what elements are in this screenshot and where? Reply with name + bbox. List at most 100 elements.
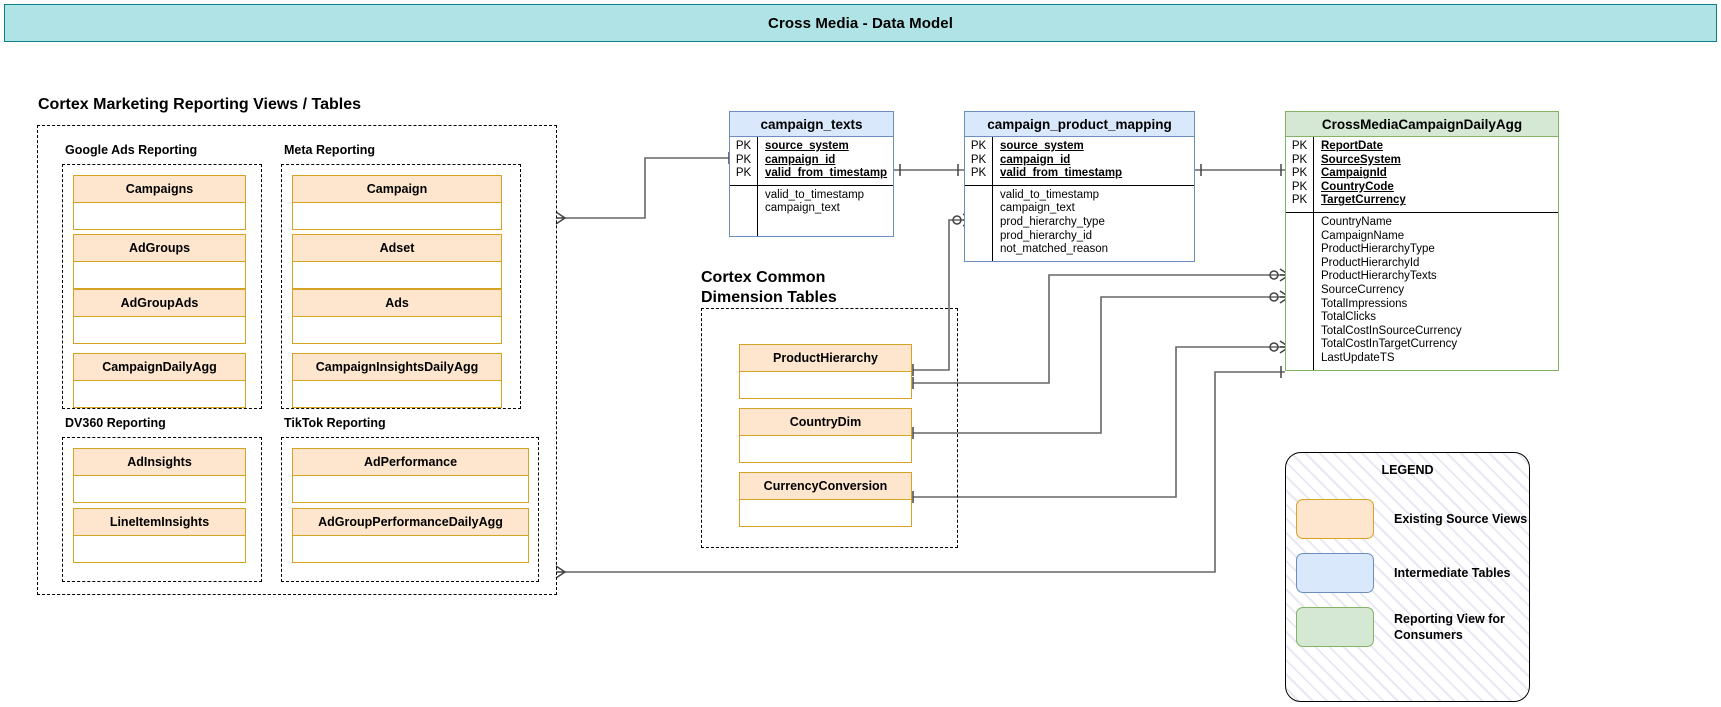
entity-campaigndailyagg[interactable]: CampaignDailyAgg bbox=[73, 353, 246, 408]
entity-body bbox=[74, 203, 245, 229]
entity-meta-ads[interactable]: Ads bbox=[292, 289, 502, 344]
entity-title: AdPerformance bbox=[293, 449, 528, 476]
entity-adgroups[interactable]: AdGroups bbox=[73, 234, 246, 289]
legend-label: Existing Source Views bbox=[1394, 512, 1528, 526]
er-col-namecol: valid_to_timestamp campaign_text bbox=[765, 188, 865, 215]
legend-item-intermediate-tables: Intermediate Tables bbox=[1296, 553, 1510, 593]
entity-title: Adset bbox=[293, 235, 501, 262]
entity-adgroupperformancedailyagg[interactable]: AdGroupPerformanceDailyAgg bbox=[292, 508, 529, 563]
group-label-common-dimension: Cortex Common Dimension Tables bbox=[701, 269, 837, 306]
er-table-campaign-product-mapping[interactable]: campaign_product_mapping PK PK PK source… bbox=[964, 111, 1195, 262]
crowfoot-circle-ch-3 bbox=[1269, 342, 1279, 352]
wire-countrydim-to-crossmedia bbox=[913, 296, 1285, 434]
group-box-common-dimension bbox=[701, 308, 958, 548]
legend-title: LEGEND bbox=[1381, 463, 1434, 477]
entity-body bbox=[293, 476, 528, 502]
entity-adinsights[interactable]: AdInsights bbox=[73, 448, 246, 503]
er-pk-block: PK PK PK source_system campaign_id valid… bbox=[730, 137, 893, 186]
er-col-namecol: valid_to_timestamp campaign_text prod_hi… bbox=[1000, 188, 1109, 256]
entity-title: AdGroups bbox=[74, 235, 245, 262]
entity-campaigns[interactable]: Campaigns bbox=[73, 175, 246, 230]
legend-item-reporting-view: Reporting View for Consumers bbox=[1296, 607, 1505, 647]
er-column-block: valid_to_timestamp campaign_text prod_hi… bbox=[965, 185, 1194, 261]
entity-title: AdInsights bbox=[74, 449, 245, 476]
er-col-keycol bbox=[1286, 212, 1314, 370]
entity-body bbox=[740, 372, 911, 398]
entity-body bbox=[293, 317, 501, 343]
group-label-tiktok: TikTok Reporting bbox=[284, 416, 386, 430]
er-pk-block: PK PK PK source_system campaign_id valid… bbox=[965, 137, 1194, 186]
legend-label: Reporting View for Consumers bbox=[1394, 612, 1505, 642]
legend-swatch-green bbox=[1296, 607, 1374, 647]
group-box-google-ads bbox=[62, 164, 262, 409]
crowfoot-sources-bottom bbox=[555, 565, 567, 579]
entity-meta-campaign[interactable]: Campaign bbox=[292, 175, 502, 230]
group-box-meta bbox=[281, 164, 521, 409]
er-pk-namecol: source_system campaign_id valid_from_tim… bbox=[765, 140, 888, 180]
source-panel-title: Cortex Marketing Reporting Views / Table… bbox=[38, 96, 362, 113]
er-pk-namecol: ReportDate SourceSystem CampaignId Count… bbox=[1321, 140, 1406, 207]
entity-meta-campaigninsightsdailyagg[interactable]: CampaignInsightsDailyAgg bbox=[292, 353, 502, 408]
entity-body bbox=[74, 476, 245, 502]
legend-box: LEGEND Existing Source Views Intermediat… bbox=[1285, 452, 1530, 702]
entity-lineiteminsights[interactable]: LineItemInsights bbox=[73, 508, 246, 563]
er-column-block: CountryName CampaignName ProductHierarch… bbox=[1286, 212, 1558, 370]
er-table-title: campaign_product_mapping bbox=[965, 112, 1194, 137]
er-table-title: campaign_texts bbox=[730, 112, 893, 137]
group-box-dv360 bbox=[62, 437, 262, 582]
entity-title: CampaignDailyAgg bbox=[74, 354, 245, 381]
entity-body bbox=[74, 317, 245, 343]
legend-swatch-blue bbox=[1296, 553, 1374, 593]
entity-title: CampaignInsightsDailyAgg bbox=[293, 354, 501, 381]
er-col-namecol: CountryName CampaignName ProductHierarch… bbox=[1321, 215, 1462, 364]
entity-title: AdGroupPerformanceDailyAgg bbox=[293, 509, 528, 536]
er-pk-namecol: source_system campaign_id valid_from_tim… bbox=[1000, 140, 1123, 180]
entity-title: CurrencyConversion bbox=[740, 473, 911, 500]
entity-title: ProductHierarchy bbox=[740, 345, 911, 372]
group-label-dv360: DV360 Reporting bbox=[65, 416, 166, 430]
group-label-meta: Meta Reporting bbox=[284, 143, 375, 157]
entity-title: CountryDim bbox=[740, 409, 911, 436]
er-column-block: valid_to_timestamp campaign_text bbox=[730, 185, 893, 236]
wire-sources-to-campaign-texts bbox=[563, 157, 729, 219]
legend-swatch-orange bbox=[1296, 499, 1374, 539]
entity-adperformance[interactable]: AdPerformance bbox=[292, 448, 529, 503]
entity-body bbox=[740, 436, 911, 462]
wire-producthierarchy-to-crossmedia bbox=[913, 274, 1285, 384]
er-pk-keycol: PK PK PK bbox=[730, 137, 758, 185]
entity-body bbox=[74, 536, 245, 562]
er-pk-keycol: PK PK PK PK PK bbox=[1286, 137, 1314, 212]
entity-body bbox=[74, 381, 245, 407]
entity-countrydim[interactable]: CountryDim bbox=[739, 408, 912, 463]
er-table-title: CrossMediaCampaignDailyAgg bbox=[1286, 112, 1558, 137]
entity-meta-adset[interactable]: Adset bbox=[292, 234, 502, 289]
er-table-crossmediacampaigndailyagg[interactable]: CrossMediaCampaignDailyAgg PK PK PK PK P… bbox=[1285, 111, 1559, 371]
er-pk-keycol: PK PK PK bbox=[965, 137, 993, 185]
source-panel-outer bbox=[37, 125, 557, 595]
entity-body bbox=[740, 500, 911, 526]
wire-currencyconversion-to-crossmedia bbox=[913, 346, 1285, 498]
entity-title: Ads bbox=[293, 290, 501, 317]
crowfoot-sources-top bbox=[555, 211, 567, 225]
entity-body bbox=[293, 536, 528, 562]
crowfoot-circle-mapping bbox=[952, 215, 962, 225]
entity-currencyconversion[interactable]: CurrencyConversion bbox=[739, 472, 912, 527]
entity-title: AdGroupAds bbox=[74, 290, 245, 317]
er-pk-block: PK PK PK PK PK ReportDate SourceSystem C… bbox=[1286, 137, 1558, 213]
entity-producthierarchy[interactable]: ProductHierarchy bbox=[739, 344, 912, 399]
legend-label: Intermediate Tables bbox=[1394, 566, 1511, 580]
page-title: Cross Media - Data Model bbox=[768, 14, 953, 32]
crowfoot-circle-ch-2 bbox=[1269, 292, 1279, 302]
group-label-google-ads: Google Ads Reporting bbox=[65, 143, 198, 157]
entity-body bbox=[293, 381, 501, 407]
er-col-keycol bbox=[730, 185, 758, 236]
er-col-keycol bbox=[965, 185, 993, 261]
entity-body bbox=[293, 203, 501, 229]
diagram-title-bar: Cross Media - Data Model bbox=[4, 4, 1717, 42]
entity-body bbox=[74, 262, 245, 288]
er-table-campaign-texts[interactable]: campaign_texts PK PK PK source_system ca… bbox=[729, 111, 894, 237]
legend-item-existing-source-views: Existing Source Views bbox=[1296, 499, 1527, 539]
entity-body bbox=[293, 262, 501, 288]
entity-title: Campaign bbox=[293, 176, 501, 203]
entity-adgroupads[interactable]: AdGroupAds bbox=[73, 289, 246, 344]
